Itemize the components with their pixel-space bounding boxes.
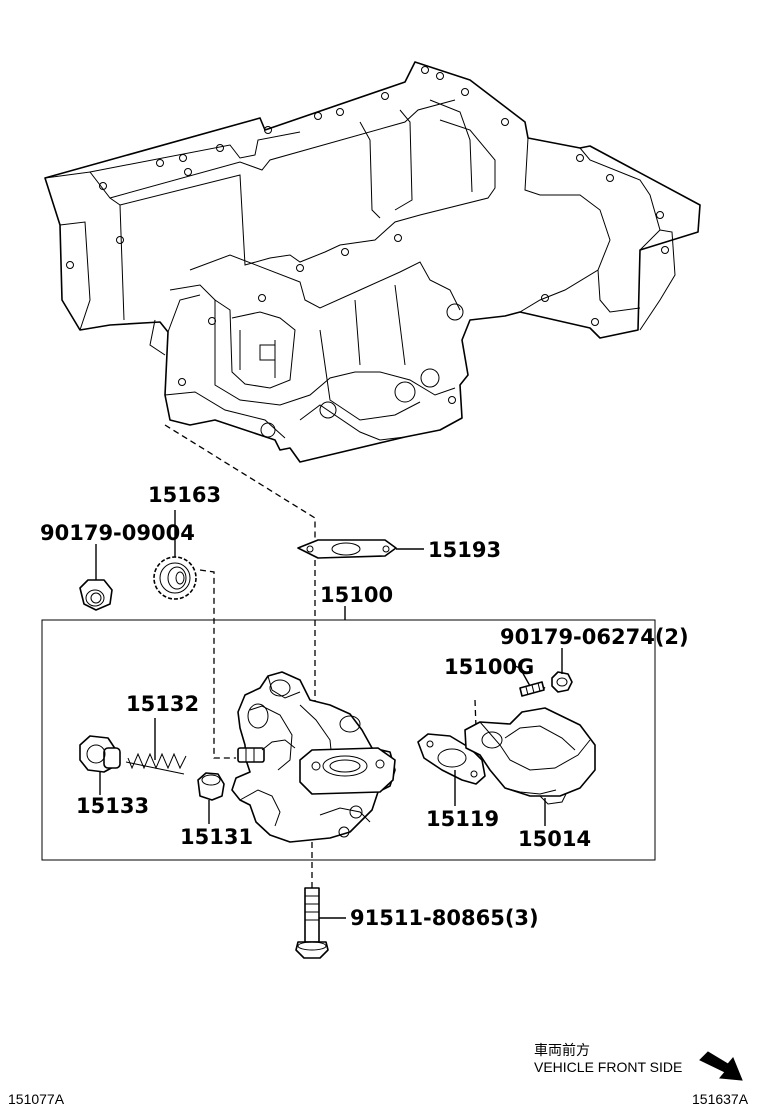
plug-15133 (79, 735, 121, 773)
callout-labels: 15163 90179-09004 15193 15100 90179-0627… (40, 483, 689, 930)
label-15014: 15014 (518, 827, 591, 851)
sprocket-15163 (153, 556, 197, 600)
arrow-down-right-icon (699, 1051, 743, 1081)
label-90179-06274: 90179-06274(2) (500, 625, 689, 649)
oil-pump-body (231, 671, 396, 843)
label-15133: 15133 (76, 794, 149, 818)
label-15119: 15119 (426, 807, 499, 831)
label-90179-09004: 90179-09004 (40, 521, 195, 545)
label-91511-80865: 91511-80865(3) (350, 906, 539, 930)
nut-90179-09004 (79, 579, 113, 611)
direction-label-en: VEHICLE FRONT SIDE (534, 1059, 682, 1075)
flange-bolt-holes (66, 66, 669, 404)
label-15163: 15163 (148, 483, 221, 507)
strainer-15014 (464, 707, 596, 805)
stud-15100G (519, 681, 545, 697)
oil-pan-housing (44, 61, 701, 463)
relief-valve-15131 (197, 772, 225, 801)
nut-90179-06274 (551, 671, 573, 693)
direction-label-jp: 車両前方 (534, 1042, 590, 1058)
gasket-15193 (297, 539, 397, 559)
label-15100G: 15100G (444, 655, 534, 679)
spring-15132 (125, 752, 187, 775)
bolt-91511-80865 (295, 887, 329, 959)
label-15131: 15131 (180, 825, 253, 849)
label-15193: 15193 (428, 538, 501, 562)
gasket-15119 (417, 733, 486, 785)
label-15132: 15132 (126, 692, 199, 716)
oil-pump-assy-box (41, 606, 656, 861)
leader-lines (95, 510, 563, 919)
illustration-code-left: 151077A (8, 1091, 65, 1107)
vehicle-front-indicator: 車両前方 VEHICLE FRONT SIDE (534, 1042, 743, 1081)
label-15100: 15100 (320, 583, 393, 607)
illustration-code-right: 151637A (692, 1091, 749, 1107)
